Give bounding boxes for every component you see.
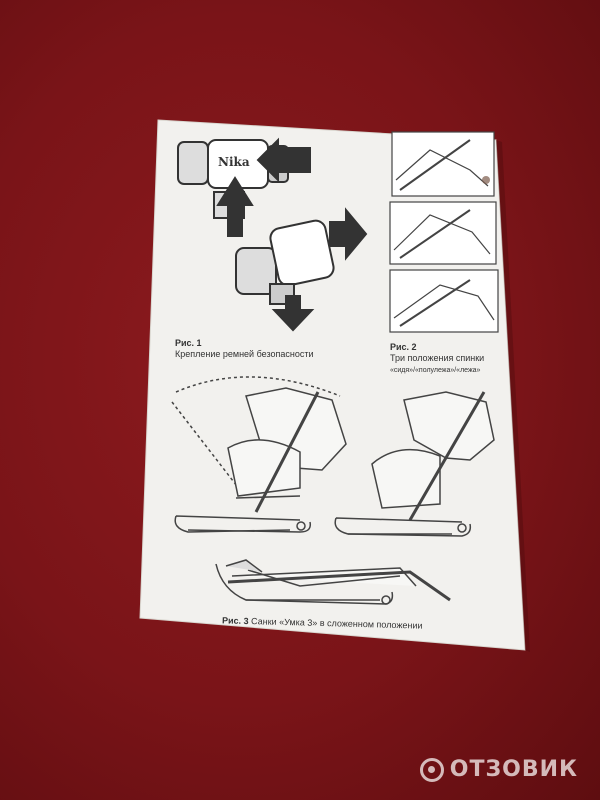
fig3-sled-right (334, 391, 495, 537)
arrow-up-icon (216, 176, 254, 237)
fig2-caption-text: Три положения спинки (390, 353, 485, 363)
sheet-stain (482, 176, 490, 184)
otzovik-logo-icon (419, 757, 444, 782)
arrow-right-icon (329, 207, 368, 261)
watermark-text: ОТЗОВИК (449, 757, 578, 782)
fig1-buckle-illustration (177, 137, 311, 237)
otzovik-watermark: ОТЗОВИК (419, 757, 578, 782)
fig2-label: Рис. 2 (390, 342, 417, 352)
fig1-caption: Рис. 1 Крепление ремней безопасности (175, 338, 314, 360)
fig1-label: Рис. 1 (175, 338, 202, 348)
fig2-panel-sitting (391, 131, 495, 197)
fig2-positions-text: «сидя»/«полулежа»/«лежа» (390, 367, 481, 374)
fig1-caption-text: Крепление ремней безопасности (175, 349, 314, 359)
fig3-sled-folded (215, 559, 451, 605)
arrow-down-icon (271, 295, 315, 332)
arrow-left-icon (256, 137, 311, 183)
fig3-sled-left (171, 376, 347, 533)
sheet-shadow (496, 140, 530, 652)
fig3-label: Рис. 3 (221, 615, 249, 627)
fig1-buckle-illustration-2 (235, 207, 368, 332)
fig1-logo-text: Nika (218, 155, 250, 169)
fig2-caption: Рис. 2 Три положения спинки «сидя»/«полу… (390, 342, 484, 376)
fig2-panels (389, 131, 499, 333)
